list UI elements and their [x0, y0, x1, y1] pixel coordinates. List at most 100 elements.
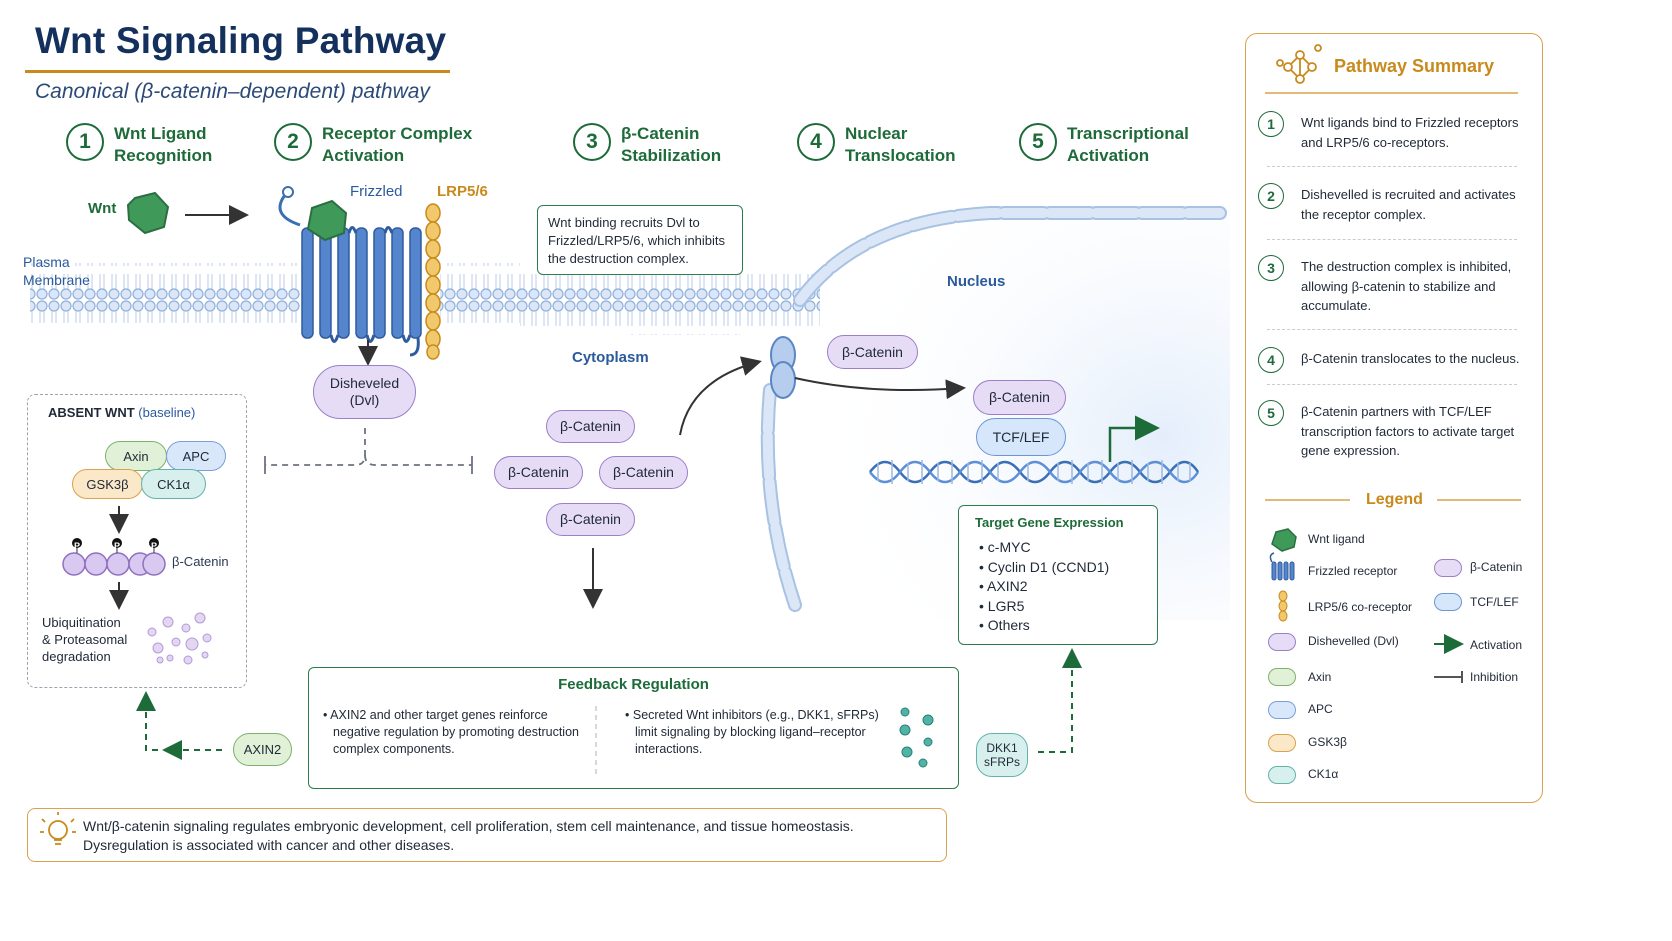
- legend-ck1-label: CK1α: [1308, 767, 1339, 781]
- axin2-node: AXIN2: [233, 733, 292, 766]
- cytoplasm-label: Cytoplasm: [572, 349, 649, 366]
- summary-item-4: 4 β-Catenin translocates to the nucleus.: [1258, 347, 1530, 373]
- lrp-coreceptor-icon: [425, 203, 441, 360]
- target-gene-item: Others: [988, 616, 1109, 636]
- step-label: Nuclear Translocation: [845, 124, 956, 165]
- summary-item-3: 3 The destruction complex is inhibited, …: [1258, 255, 1530, 316]
- phospho-beta-catenin-icon: [62, 538, 166, 576]
- target-gene-panel: Target Gene Expression c-MYC Cyclin D1 (…: [958, 505, 1158, 645]
- frizzled-label: Frizzled: [350, 183, 403, 200]
- axin-node: Axin: [105, 441, 167, 471]
- target-gene-item: LGR5: [988, 597, 1109, 617]
- beta-catenin-node: β-Catenin: [599, 456, 688, 489]
- step-2: 2 Receptor Complex Activation: [274, 123, 472, 167]
- step-number: 4: [797, 123, 835, 161]
- feedback-right-text: • Secreted Wnt inhibitors (e.g., DKK1, s…: [625, 708, 879, 756]
- legend-frizzled-icon: [1269, 552, 1295, 581]
- absent-wnt-title: ABSENT WNT (baseline): [48, 404, 195, 422]
- plasma-membrane-label: Plasma Membrane: [23, 254, 90, 288]
- legend-axin-swatch: [1268, 668, 1296, 686]
- target-gene-item: AXIN2: [987, 577, 1109, 597]
- summary-item-5: 5 β-Catenin partners with TCF/LEF transc…: [1258, 400, 1530, 461]
- nuclear-envelope: [760, 206, 1227, 612]
- page-title: Wnt Signaling Pathway: [35, 20, 447, 61]
- footer-text: Wnt/β-catenin signaling regulates embryo…: [83, 818, 854, 853]
- legend-gsk-label: GSK3β: [1308, 735, 1347, 749]
- summary-number: 4: [1258, 347, 1284, 373]
- nucleus-label: Nucleus: [947, 273, 1006, 290]
- legend-inhibition-label: Inhibition: [1470, 670, 1519, 684]
- step-label: Wnt Ligand Recognition: [114, 124, 213, 165]
- beta-catenin-node: β-Catenin: [546, 503, 635, 536]
- wnt-label: Wnt: [88, 200, 117, 217]
- phospho-label: P: [113, 541, 120, 551]
- footer-note: Wnt/β-catenin signaling regulates embryo…: [27, 808, 947, 862]
- legend-beta-catenin-label: β-Catenin: [1470, 560, 1523, 574]
- target-gene-item: Cyclin D1 (CCND1): [988, 558, 1109, 578]
- wnt-ligand-icon: [126, 191, 170, 235]
- dna-helix-icon: [869, 460, 1200, 484]
- step-1: 1 Wnt Ligand Recognition: [66, 123, 212, 167]
- legend-title: Legend: [1366, 491, 1423, 508]
- legend-dvl-swatch: [1268, 633, 1296, 651]
- legend-lrp-icon: [1278, 590, 1288, 622]
- step-label: Receptor Complex Activation: [322, 124, 473, 165]
- summary-divider: [1267, 166, 1517, 167]
- feedback-title: Feedback Regulation: [558, 676, 709, 693]
- summary-text: β-Catenin translocates to the nucleus.: [1301, 351, 1520, 366]
- beta-catenin-node: β-Catenin: [494, 456, 583, 489]
- summary-number: 5: [1258, 400, 1284, 426]
- step-label: Transcriptional Activation: [1067, 124, 1189, 165]
- step-number: 3: [573, 123, 611, 161]
- legend-gsk-swatch: [1268, 734, 1296, 752]
- phospho-label: P: [73, 541, 80, 551]
- summary-text: Dishevelled is recruited and activates t…: [1301, 187, 1516, 222]
- summary-number: 3: [1258, 255, 1284, 281]
- page-subtitle: Canonical (β-catenin–dependent) pathway: [35, 80, 430, 103]
- legend-wnt-label: Wnt ligand: [1308, 532, 1365, 546]
- legend-apc-label: APC: [1308, 702, 1333, 716]
- nuclear-pore-icon: [770, 336, 796, 399]
- absent-wnt-title-rest: (baseline): [134, 405, 196, 420]
- beta-catenin-node: β-Catenin: [546, 410, 635, 443]
- summary-number: 1: [1258, 111, 1284, 137]
- absent-wnt-title-bold: ABSENT WNT: [48, 405, 135, 420]
- bound-wnt-icon: [306, 199, 348, 242]
- network-icon: [1276, 44, 1322, 84]
- legend-activation-label: Activation: [1470, 638, 1523, 652]
- beta-catenin-translocating: β-Catenin: [827, 335, 918, 369]
- legend-beta-catenin-swatch: [1434, 559, 1462, 577]
- feedback-left-body: AXIN2 and other target genes reinforce n…: [330, 708, 579, 756]
- secreted-inhibitor-icon: [899, 707, 934, 768]
- summary-title: Pathway Summary: [1334, 56, 1495, 76]
- lrp-label: LRP5/6: [437, 183, 488, 200]
- step-4: 4 Nuclear Translocation: [797, 123, 956, 167]
- gsk3b-node: GSK3β: [72, 469, 143, 499]
- summary-divider: [1267, 329, 1517, 330]
- phospho-beta-catenin-label: β-Catenin: [172, 554, 229, 569]
- legend-apc-swatch: [1268, 701, 1296, 719]
- legend-tcf-label: TCF/LEF: [1470, 595, 1519, 609]
- feedback-right-body: Secreted Wnt inhibitors (e.g., DKK1, sFR…: [632, 708, 879, 756]
- step-number: 5: [1019, 123, 1057, 161]
- feedback-left-text: • AXIN2 and other target genes reinforce…: [323, 708, 579, 756]
- title-underline: [25, 70, 450, 73]
- step-number: 2: [274, 123, 312, 161]
- summary-item-1: 1 Wnt ligands bind to Frizzled receptors…: [1258, 111, 1530, 152]
- apc-node: APC: [166, 441, 226, 471]
- step-number: 1: [66, 123, 104, 161]
- legend-lrp-label: LRP5/6 co-receptor: [1308, 600, 1413, 614]
- phospho-label: P: [150, 541, 157, 551]
- plasma-membrane: [30, 263, 300, 323]
- beta-catenin-nuclear: β-Catenin: [973, 380, 1066, 415]
- legend-dvl-label: Dishevelled (Dvl): [1308, 634, 1399, 648]
- summary-item-2: 2 Dishevelled is recruited and activates…: [1258, 183, 1530, 224]
- summary-divider: [1267, 384, 1517, 385]
- target-gene-title: Target Gene Expression: [975, 515, 1124, 530]
- lightbulb-icon: [40, 812, 76, 845]
- summary-text: The destruction complex is inhibited, al…: [1301, 259, 1512, 313]
- feedback-regulation-panel: Feedback Regulation • AXIN2 and other ta…: [308, 667, 959, 789]
- pathway-summary-panel: [1245, 33, 1543, 803]
- legend-wnt-icon: [1271, 528, 1297, 552]
